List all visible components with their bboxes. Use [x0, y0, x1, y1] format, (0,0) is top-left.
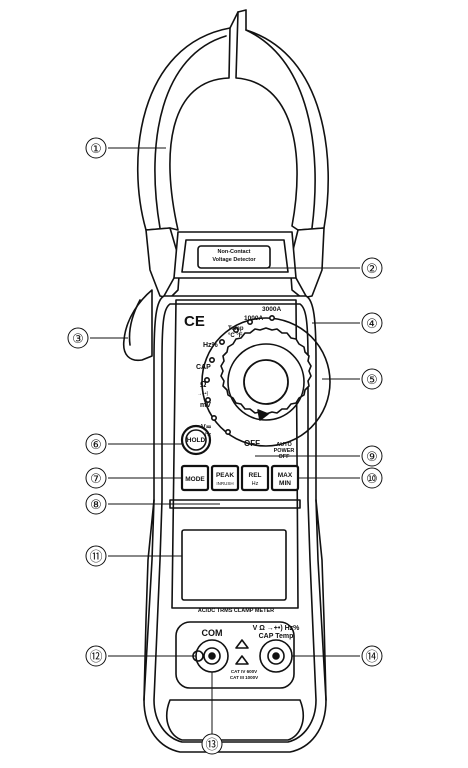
svg-text:⑤: ⑤ [366, 373, 378, 388]
dial-off: OFF [244, 439, 260, 448]
callout-12: ⑫ [85, 645, 107, 667]
svg-text:⑧: ⑧ [90, 498, 102, 513]
peak-label-2: INRUSH [216, 481, 233, 486]
dial-ohm: Ω [200, 380, 207, 389]
lcd-display [181, 529, 287, 601]
callout-5: ⑤ [361, 368, 383, 390]
rel-label-1: REL [249, 472, 262, 479]
dial-1000a: 1000A [244, 315, 263, 322]
svg-text:⑦: ⑦ [90, 472, 102, 487]
callout-6: ⑥ [85, 433, 107, 455]
svg-text:④: ④ [366, 317, 378, 332]
dial-temp: Temp [228, 326, 244, 332]
callout-11: ⑪ [85, 545, 107, 567]
auto-power-off-3: OFF [279, 454, 291, 460]
callout-7: ⑦ [85, 467, 107, 489]
svg-text:⑥: ⑥ [90, 438, 102, 453]
cat-rating-2: CAT III 1000V [230, 675, 258, 680]
auto-power-off-1: AUTO [276, 442, 292, 448]
svg-text:⑩: ⑩ [366, 472, 378, 487]
input-terminals [175, 621, 295, 689]
svg-text:⑭: ⑭ [365, 650, 378, 665]
svg-text:①: ① [90, 142, 102, 157]
hold-button-label: HOLD [187, 437, 206, 444]
callout-4: ④ [361, 312, 383, 334]
sensor-label-2: Voltage Detector [212, 257, 256, 263]
body-upper [145, 227, 325, 299]
callout-2: ② [361, 257, 383, 279]
model-label: AC/DC TRMS CLAMP METER [198, 608, 274, 614]
dial-hz-pct: Hz% [203, 342, 219, 349]
ce-mark: CE [184, 313, 205, 330]
peak-label-1: PEAK [216, 472, 234, 479]
input-label-1: V Ω →+•) Hz% [253, 625, 301, 632]
callout-1: ① [85, 137, 107, 159]
rel-button[interactable] [240, 464, 270, 492]
svg-text:⑬: ⑬ [205, 738, 218, 753]
svg-text:③: ③ [72, 332, 84, 347]
dial-cap: CAP [196, 364, 211, 371]
max-label: MAX [278, 472, 293, 479]
dial-volt: V≂ [201, 424, 212, 431]
auto-power-off-2: POWER [274, 448, 295, 454]
dial-mv: mV [200, 402, 211, 409]
clamp-jaws [137, 9, 329, 231]
peak-button[interactable] [210, 464, 240, 492]
svg-text:②: ② [366, 262, 378, 277]
rel-label-2: Hz [252, 481, 259, 487]
min-label: MIN [279, 480, 291, 487]
svg-text:⑪: ⑪ [89, 550, 102, 565]
callout-9: ⑨ [361, 445, 383, 467]
callout-10: ⑩ [361, 467, 383, 489]
cat-rating-1: CAT IV 600V [231, 669, 257, 674]
dial-volt-hz: Hz [205, 432, 212, 438]
dial-3000a: 3000A [262, 306, 281, 313]
input-label-2: CAP Temp [259, 633, 294, 640]
leader-lines [90, 147, 360, 734]
dial-temp-units: °C °F [228, 333, 243, 339]
mode-label: MODE [185, 476, 205, 483]
jaw-trigger[interactable] [122, 289, 153, 362]
dial-knob-ring [220, 327, 312, 415]
callout-13: ⑬ [201, 733, 223, 755]
callout-8: ⑧ [85, 493, 107, 515]
com-label: COM [202, 628, 223, 638]
callout-14: ⑭ [361, 645, 383, 667]
rotary-dial[interactable] [201, 317, 331, 447]
svg-text:⑨: ⑨ [366, 450, 378, 465]
sensor-label-1: Non-Contact [218, 249, 251, 255]
svg-text:⑫: ⑫ [89, 650, 102, 665]
dial-diode: →+•) [197, 391, 209, 397]
dial-position-dots [204, 314, 275, 435]
callout-3: ③ [67, 327, 89, 349]
